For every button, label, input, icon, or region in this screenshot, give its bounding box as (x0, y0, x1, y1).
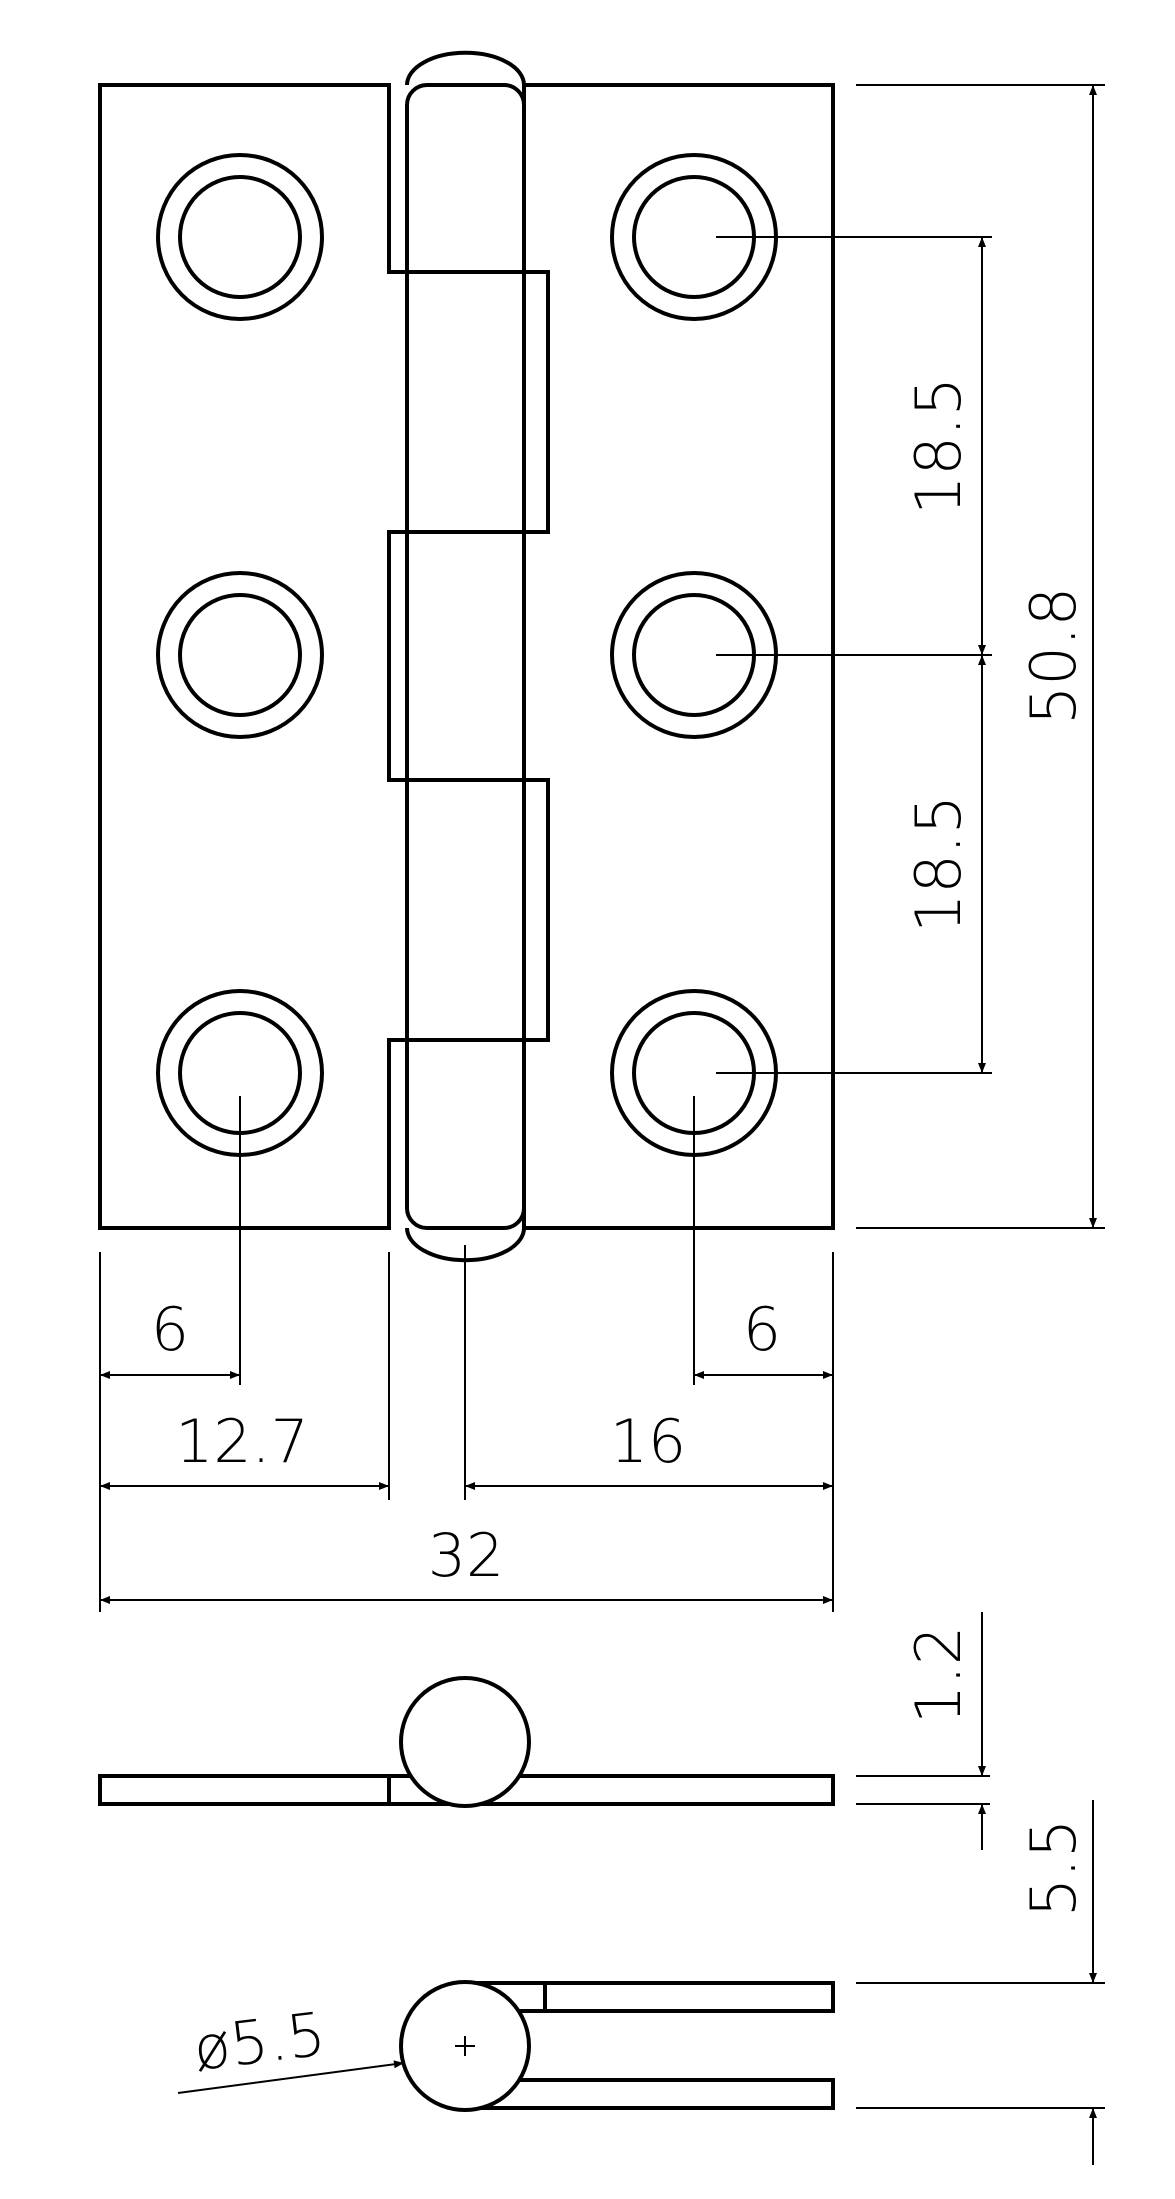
dimension-labels: 18.5 18.5 50.8 6 6 12.7 16 32 1.2 5.5 ø5… (151, 377, 1090, 2085)
side-view-folded (399, 1980, 835, 2112)
right-leaf (405, 83, 835, 1230)
front-view (98, 50, 835, 1263)
label-folded-thickness: 5.5 (1017, 1819, 1090, 1918)
label-leaf-thickness: 1.2 (902, 1626, 975, 1725)
side-view-open (98, 1676, 835, 1808)
side-view-dimensions (177, 1612, 1105, 2165)
pin-top-cap (405, 50, 526, 86)
folded-leaf-top (463, 1981, 835, 2013)
label-pin-to-edge: 16 (610, 1407, 686, 1477)
open-leaf-left (98, 1774, 391, 1806)
label-hole-pitch-lower: 18.5 (902, 795, 975, 933)
open-pin (399, 1676, 531, 1808)
pin-diameter-leader (177, 2060, 405, 2094)
screw-hole-top-left (156, 153, 324, 321)
label-hole-pitch-upper: 18.5 (902, 377, 975, 515)
label-overall-height: 50.8 (1017, 587, 1090, 725)
left-leaf (98, 83, 550, 1230)
pin-barrel (405, 83, 526, 1230)
label-left-hole-edge: 6 (151, 1295, 189, 1365)
label-pin-diameter: ø5.5 (190, 1999, 330, 2085)
label-overall-width: 32 (428, 1521, 504, 1591)
label-right-hole-edge: 6 (743, 1295, 781, 1365)
folded-leaf-bottom (463, 2078, 835, 2110)
front-view-dimensions (99, 84, 1105, 1612)
label-leaf-width: 12.7 (175, 1407, 309, 1477)
screw-hole-middle-left (156, 571, 324, 739)
